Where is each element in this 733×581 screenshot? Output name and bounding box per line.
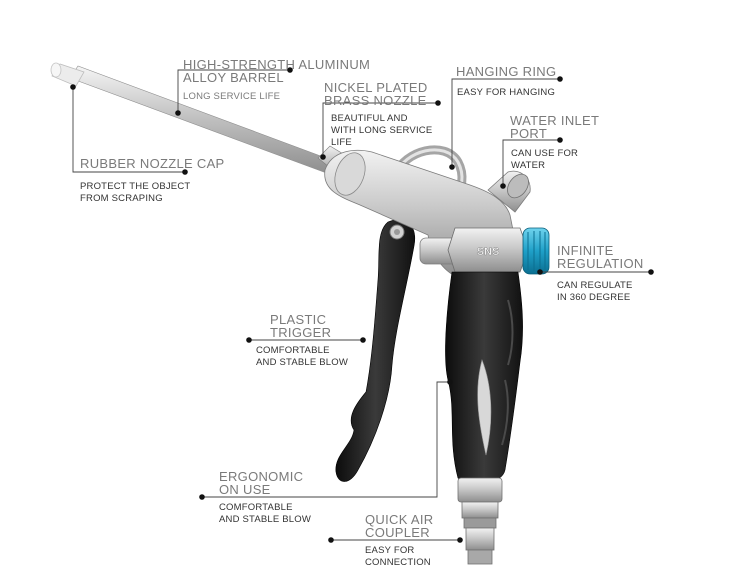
desc-line: WITH LONG SERVICE [331,125,433,136]
title-line: WATER INLET [510,113,600,128]
desc-line: PROTECT THE OBJECT [80,181,191,192]
leader-hanging-ring [451,78,560,167]
callout-water-inlet-desc: CAN USE FOR WATER [511,148,578,172]
title-line: REGULATION [557,256,644,271]
title-line: BRASS NOZZLE [324,93,427,108]
desc-line: AND STABLE BLOW [256,357,349,368]
dot-rubber-cap [70,84,76,90]
title-line: ALLOY BARREL [183,70,284,85]
leader-barrel [177,69,290,113]
leader-ergonomic [202,381,450,498]
plastic-trigger [335,219,416,482]
dot-nozzle [320,154,326,160]
callout-plastic-trigger-desc: COMFORTABLE AND STABLE BLOW [256,345,348,369]
desc-line: EASY FOR HANGING [457,87,556,98]
desc-line: AND STABLE BLOW [219,514,312,525]
desc-line: EASY FOR [365,545,415,556]
quick-air-coupler [457,477,503,565]
dot-regulation [537,269,543,275]
title-line: NICKEL PLATED [324,80,428,95]
dot-hanging-ring [449,164,455,170]
callout-quick-coupler-desc: EASY FOR CONNECTION [365,545,431,569]
dot-coupler [457,537,463,543]
leader-dots [70,67,654,543]
callout-aluminum-barrel-title: HIGH-STRENGTH ALUMINUM ALLOY BARREL [183,58,370,84]
leader-lines [72,69,651,541]
callout-hanging-ring-title: HANGING RING [456,65,556,78]
title-line: ON USE [219,482,271,497]
dot-rubber-cap-end [182,169,188,175]
dot-hanging-ring-end [557,76,563,82]
callout-plastic-trigger-title: PLASTIC TRIGGER [270,313,331,339]
desc-line: CAN REGULATE [557,280,633,291]
dot-coupler-end [328,537,334,543]
desc-line: LONG SERVICE LIFE [183,91,281,102]
callout-rubber-nozzle-cap-title: RUBBER NOZZLE CAP [80,157,225,170]
desc-line: LIFE [331,137,352,148]
brand-logo: SNS [477,246,500,258]
desc-line: BEAUTIFUL AND [331,113,408,124]
desc-line: CONNECTION [365,557,431,568]
desc-line: CAN USE FOR [511,148,579,159]
callout-nickel-nozzle-title: NICKEL PLATED BRASS NOZZLE [324,81,428,107]
ergonomic-handle [445,271,523,485]
gun-body [324,149,531,277]
desc-line: WATER [511,160,546,171]
title-line: ERGONOMIC [219,469,304,484]
leader-nozzle [322,102,438,157]
desc-line: IN 360 DEGREE [557,292,631,303]
dot-barrel [175,110,181,116]
callout-infinite-regulation-desc: CAN REGULATE IN 360 DEGREE [557,280,633,304]
dot-water-inlet-end [557,137,563,143]
dot-ergonomic-end [199,494,205,500]
title-line: HIGH-STRENGTH ALUMINUM [183,57,371,72]
title-line: COUPLER [365,525,430,540]
title-line: TRIGGER [270,325,332,340]
dot-ergonomic [447,379,453,385]
title-line: PLASTIC [270,312,327,327]
callout-nickel-nozzle-desc: BEAUTIFUL AND WITH LONG SERVICE LIFE [331,113,432,149]
callout-rubber-nozzle-cap-desc: PROTECT THE OBJECT FROM SCRAPING [80,181,190,205]
desc-line: COMFORTABLE [219,502,293,513]
callout-quick-coupler-title: QUICK AIR COUPLER [365,513,433,539]
desc-line: FROM SCRAPING [80,193,163,204]
callout-ergonomic-title: ERGONOMIC ON USE [219,470,303,496]
leader-rubber-cap [72,88,185,173]
dot-trigger [360,337,366,343]
callout-water-inlet-title: WATER INLET PORT [510,114,599,140]
title-line: QUICK AIR [365,512,434,527]
dot-trigger-end [246,337,252,343]
rubber-nozzle-cap [50,62,85,87]
dot-regulation-end [648,269,654,275]
regulation-knob[interactable] [522,227,550,275]
title-line: INFINITE [557,243,614,258]
title-line: RUBBER NOZZLE CAP [80,156,225,171]
callout-aluminum-barrel-desc: LONG SERVICE LIFE [183,91,280,103]
dot-nozzle-end [435,100,441,106]
dot-barrel-end [287,67,293,73]
dot-water-inlet [500,183,506,189]
title-line: PORT [510,126,548,141]
callout-hanging-ring-desc: EASY FOR HANGING [457,87,555,99]
callout-ergonomic-desc: COMFORTABLE AND STABLE BLOW [219,502,311,526]
desc-line: COMFORTABLE [256,345,330,356]
leader-water-inlet [502,139,560,186]
callout-infinite-regulation-title: INFINITE REGULATION [557,244,644,270]
title-line: HANGING RING [456,64,557,79]
